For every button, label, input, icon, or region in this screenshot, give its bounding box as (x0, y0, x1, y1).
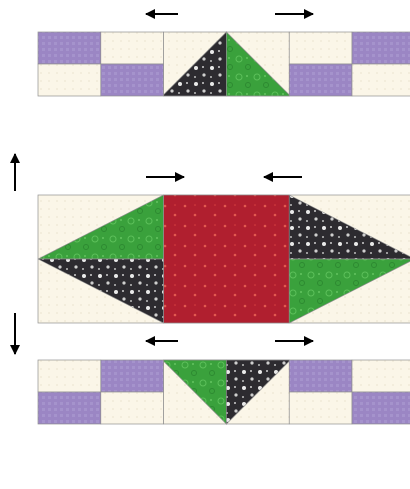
patch-cream (101, 392, 164, 424)
patch-lavender (38, 392, 101, 424)
patch-cream (352, 64, 410, 96)
patch-cream (352, 360, 410, 392)
patch-cream (289, 392, 352, 424)
patch-lavender (289, 64, 352, 96)
patch-lavender (101, 360, 164, 392)
patch-cream (38, 360, 101, 392)
patch-lavender (101, 64, 164, 96)
patch-cream (101, 32, 164, 64)
middle-row (38, 195, 410, 323)
patch-lavender (352, 392, 410, 424)
patch-lavender (289, 360, 352, 392)
patch-cream (289, 32, 352, 64)
patch-cream (38, 64, 101, 96)
patch-lavender (352, 32, 410, 64)
bottom-row (38, 360, 410, 424)
red-center-square (164, 195, 290, 323)
patch-lavender (38, 32, 101, 64)
top-row (38, 32, 410, 96)
